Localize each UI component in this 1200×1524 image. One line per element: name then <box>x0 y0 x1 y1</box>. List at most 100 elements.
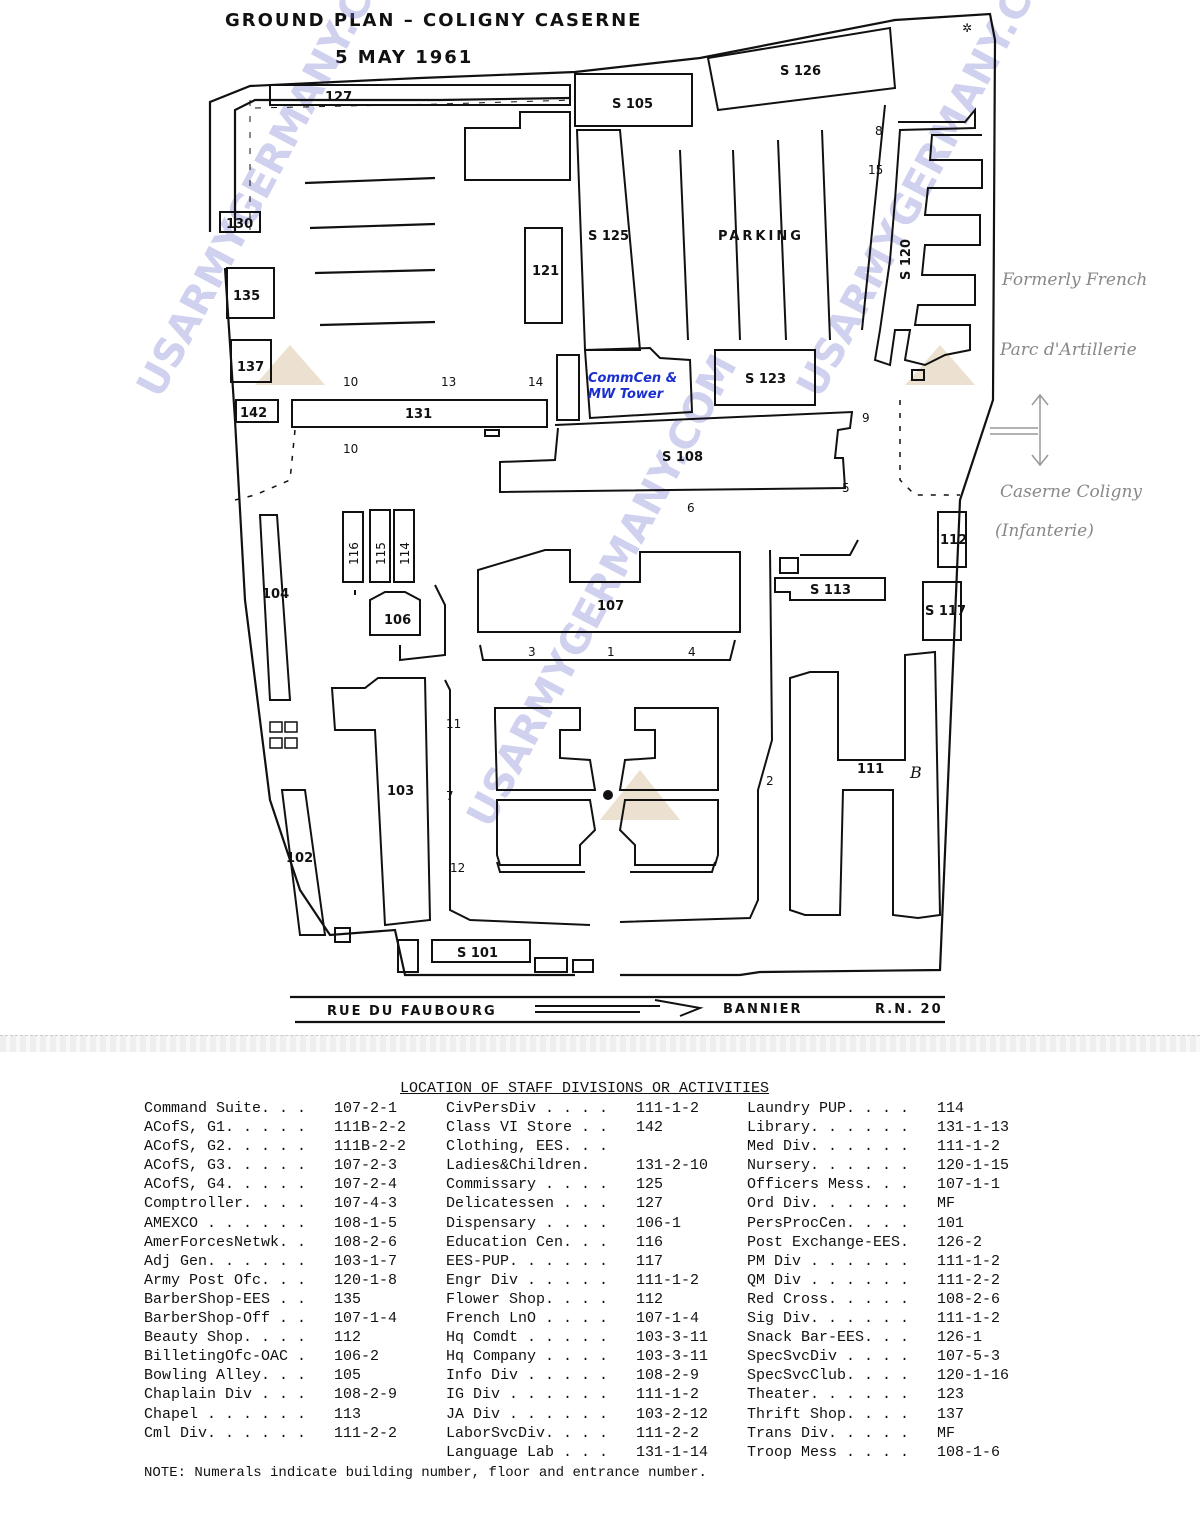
building-s113 <box>774 577 886 601</box>
watermark: USARMYGERMANY.COM <box>128 0 416 405</box>
legend-location: 103-2-12 <box>636 1405 709 1423</box>
legend-activity: Adj Gen. . . . . . <box>144 1252 307 1270</box>
building-commcen <box>583 346 694 420</box>
legend-activity: CivPersDiv . . . . <box>446 1100 609 1117</box>
building-s123 <box>714 349 816 406</box>
legend-location: 107-5-3 <box>937 1348 1001 1366</box>
legend-entry: ACofS, G2. . . . .111B-2-2 <box>144 1137 406 1156</box>
legend-location: 108-2-9 <box>334 1386 398 1404</box>
legend-entry: Clothing, EES. . . <box>446 1137 608 1156</box>
legend-location: 111-1-2 <box>636 1386 700 1404</box>
legend-activity: BilletingOfc-OAC . <box>144 1348 307 1366</box>
entrance-label: 1 <box>607 645 615 659</box>
building-116 <box>342 511 364 583</box>
street-route: R.N. 20 <box>875 1002 943 1017</box>
road-line <box>314 268 436 275</box>
legend-location: 107-2-4 <box>334 1176 398 1194</box>
building-small <box>484 429 500 437</box>
map-date: 5 MAY 1961 <box>335 47 474 68</box>
legend-activity: Hq Comdt . . . . . <box>446 1329 609 1347</box>
legend-entry: ACofS, G3. . . . .107-2-3 <box>144 1156 397 1175</box>
entrance-label: 10 <box>343 375 358 389</box>
building-label: 121 <box>532 264 559 279</box>
legend-entry: Chaplain Div . . . 108-2-9 <box>144 1385 397 1404</box>
legend-entry: BarberShop-EES . .135 <box>144 1290 361 1309</box>
legend-activity: Officers Mess. . . <box>747 1176 910 1194</box>
building-s117 <box>922 581 962 641</box>
building-130 <box>219 211 261 233</box>
legend-location: 131-1-14 <box>636 1443 709 1461</box>
legend-note: NOTE: Numerals indicate building number,… <box>144 1465 707 1481</box>
legend-entry: Post Exchange-EES. 126-2 <box>747 1233 982 1252</box>
legend-entry: Med Div. . . . . .111-1-2 <box>747 1137 1000 1156</box>
legend-activity: Command Suite. . . <box>144 1100 307 1117</box>
building-121 <box>524 227 563 324</box>
building-label: 112 <box>940 533 967 548</box>
entrance-label: B <box>909 763 922 782</box>
direction-arrow <box>535 999 704 1017</box>
legend-activity: Chapel . . . . . . <box>144 1405 307 1423</box>
legend-activity: Flower Shop. . . . <box>446 1290 609 1308</box>
commcen-label: CommCen & <box>588 371 677 386</box>
legend-activity: BarberShop-Off . . <box>144 1310 307 1328</box>
road-line <box>800 539 859 556</box>
legend-entry: Chapel . . . . . .113 <box>144 1405 361 1424</box>
legend-entry: Flower Shop. . . .112 <box>446 1290 663 1309</box>
road-line <box>309 222 436 230</box>
legend-location: 131-1-13 <box>937 1119 1010 1137</box>
legend-location: 137 <box>937 1405 965 1423</box>
legend-entry: Class VI Store . .142 <box>446 1118 663 1137</box>
building-107 <box>477 549 741 633</box>
entrance-label: 10 <box>343 442 358 456</box>
building-label: S 125 <box>588 229 629 244</box>
legend-activity: PersProcCen. . . . <box>747 1214 910 1232</box>
inner-wall <box>233 96 571 232</box>
building-s101 <box>431 939 531 963</box>
legend-location: 107-1-4 <box>334 1310 398 1328</box>
legend-activity: Ladies&Children. <box>446 1157 591 1175</box>
legend-activity: ACofS, G1. . . . . <box>144 1119 307 1137</box>
building-112 <box>937 511 967 568</box>
legend-location: 126-2 <box>937 1233 983 1251</box>
handwritten-note: Parc d'Artillerie <box>999 340 1137 360</box>
legend-location: 125 <box>636 1176 664 1194</box>
building-label: 107 <box>597 599 624 614</box>
legend-activity: Army Post Ofc. . . <box>144 1271 307 1289</box>
legend-location: 111-1-2 <box>937 1252 1001 1270</box>
watermark-emblem <box>255 345 325 385</box>
legend-location: 135 <box>334 1290 362 1308</box>
legend-location: 111-1-2 <box>636 1100 700 1117</box>
legend-entry: ACofS, G1. . . . .111B-2-2 <box>144 1118 406 1137</box>
legend-entry: Troop Mess . . . .108-1-6 <box>747 1443 1000 1462</box>
building-label: 130 <box>226 217 253 232</box>
building-102 <box>280 789 327 936</box>
legend-activity: Cml Div. . . . . . <box>144 1424 307 1442</box>
legend-activity: Chaplain Div . . . <box>144 1386 307 1404</box>
legend-location: 111-1-2 <box>937 1310 1001 1328</box>
legend-location: 101 <box>937 1214 965 1232</box>
building-label: S 113 <box>810 583 851 598</box>
legend-entry: Command Suite. . .107-2-1 <box>144 1099 397 1118</box>
building-142 <box>235 399 279 423</box>
road-line <box>444 679 591 926</box>
building-label: 135 <box>233 289 260 304</box>
legend-activity: Info Div . . . . . <box>446 1367 609 1385</box>
building-label: 102 <box>286 851 313 866</box>
entrance-label: 15 <box>868 163 883 177</box>
legend-location: 108-2-9 <box>636 1367 700 1385</box>
legend-activity: Clothing, EES. . . <box>446 1138 609 1156</box>
legend-location: 107-2-3 <box>334 1157 398 1175</box>
legend-activity: Comptroller. . . . <box>144 1195 307 1213</box>
building-s108 <box>499 410 854 494</box>
legend-entry: Commissary . . . .125 <box>446 1175 663 1194</box>
building-s126 <box>706 26 897 112</box>
legend-entry: Army Post Ofc. . .120-1-8 <box>144 1271 397 1290</box>
legend-location: 107-1-1 <box>937 1176 1001 1194</box>
legend-location: 127 <box>636 1195 664 1213</box>
legend-activity: Post Exchange-EES. <box>747 1233 910 1251</box>
entrance-label: 3 <box>528 645 536 659</box>
building-small <box>534 957 568 973</box>
building-label: 137 <box>237 360 264 375</box>
building-label: 131 <box>405 407 432 422</box>
